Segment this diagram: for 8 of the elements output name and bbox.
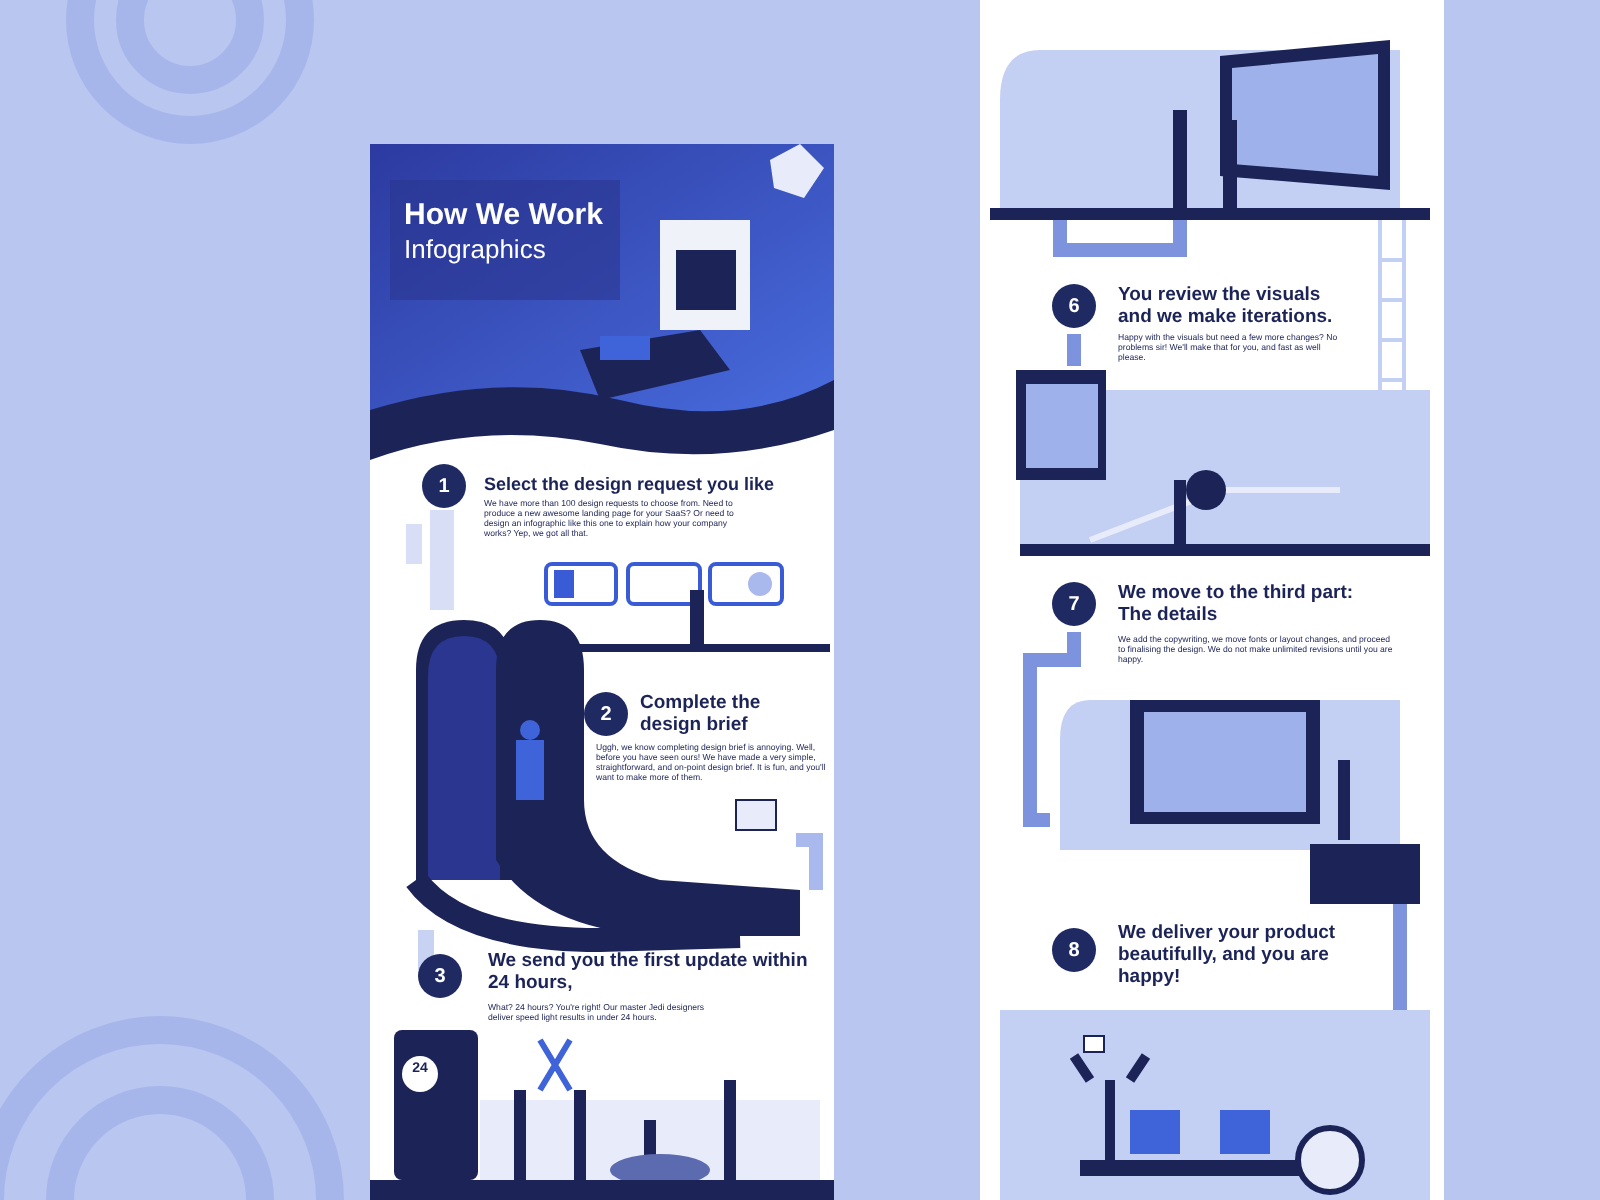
step-heading: We move to the third part: The details [1118, 584, 1356, 628]
step-heading: We send you the first update within 24 hours, [488, 952, 808, 996]
title-text: How We Work [404, 198, 605, 233]
step-heading: We deliver your product beautifully, and you are happy! [1118, 924, 1338, 990]
subtitle-text: Infographics [404, 236, 548, 266]
step-heading: You review the visuals and we make iterations. [1118, 286, 1335, 330]
step-heading: Select the design request you like [484, 474, 777, 495]
step-heading: Complete the design brief [640, 694, 763, 738]
